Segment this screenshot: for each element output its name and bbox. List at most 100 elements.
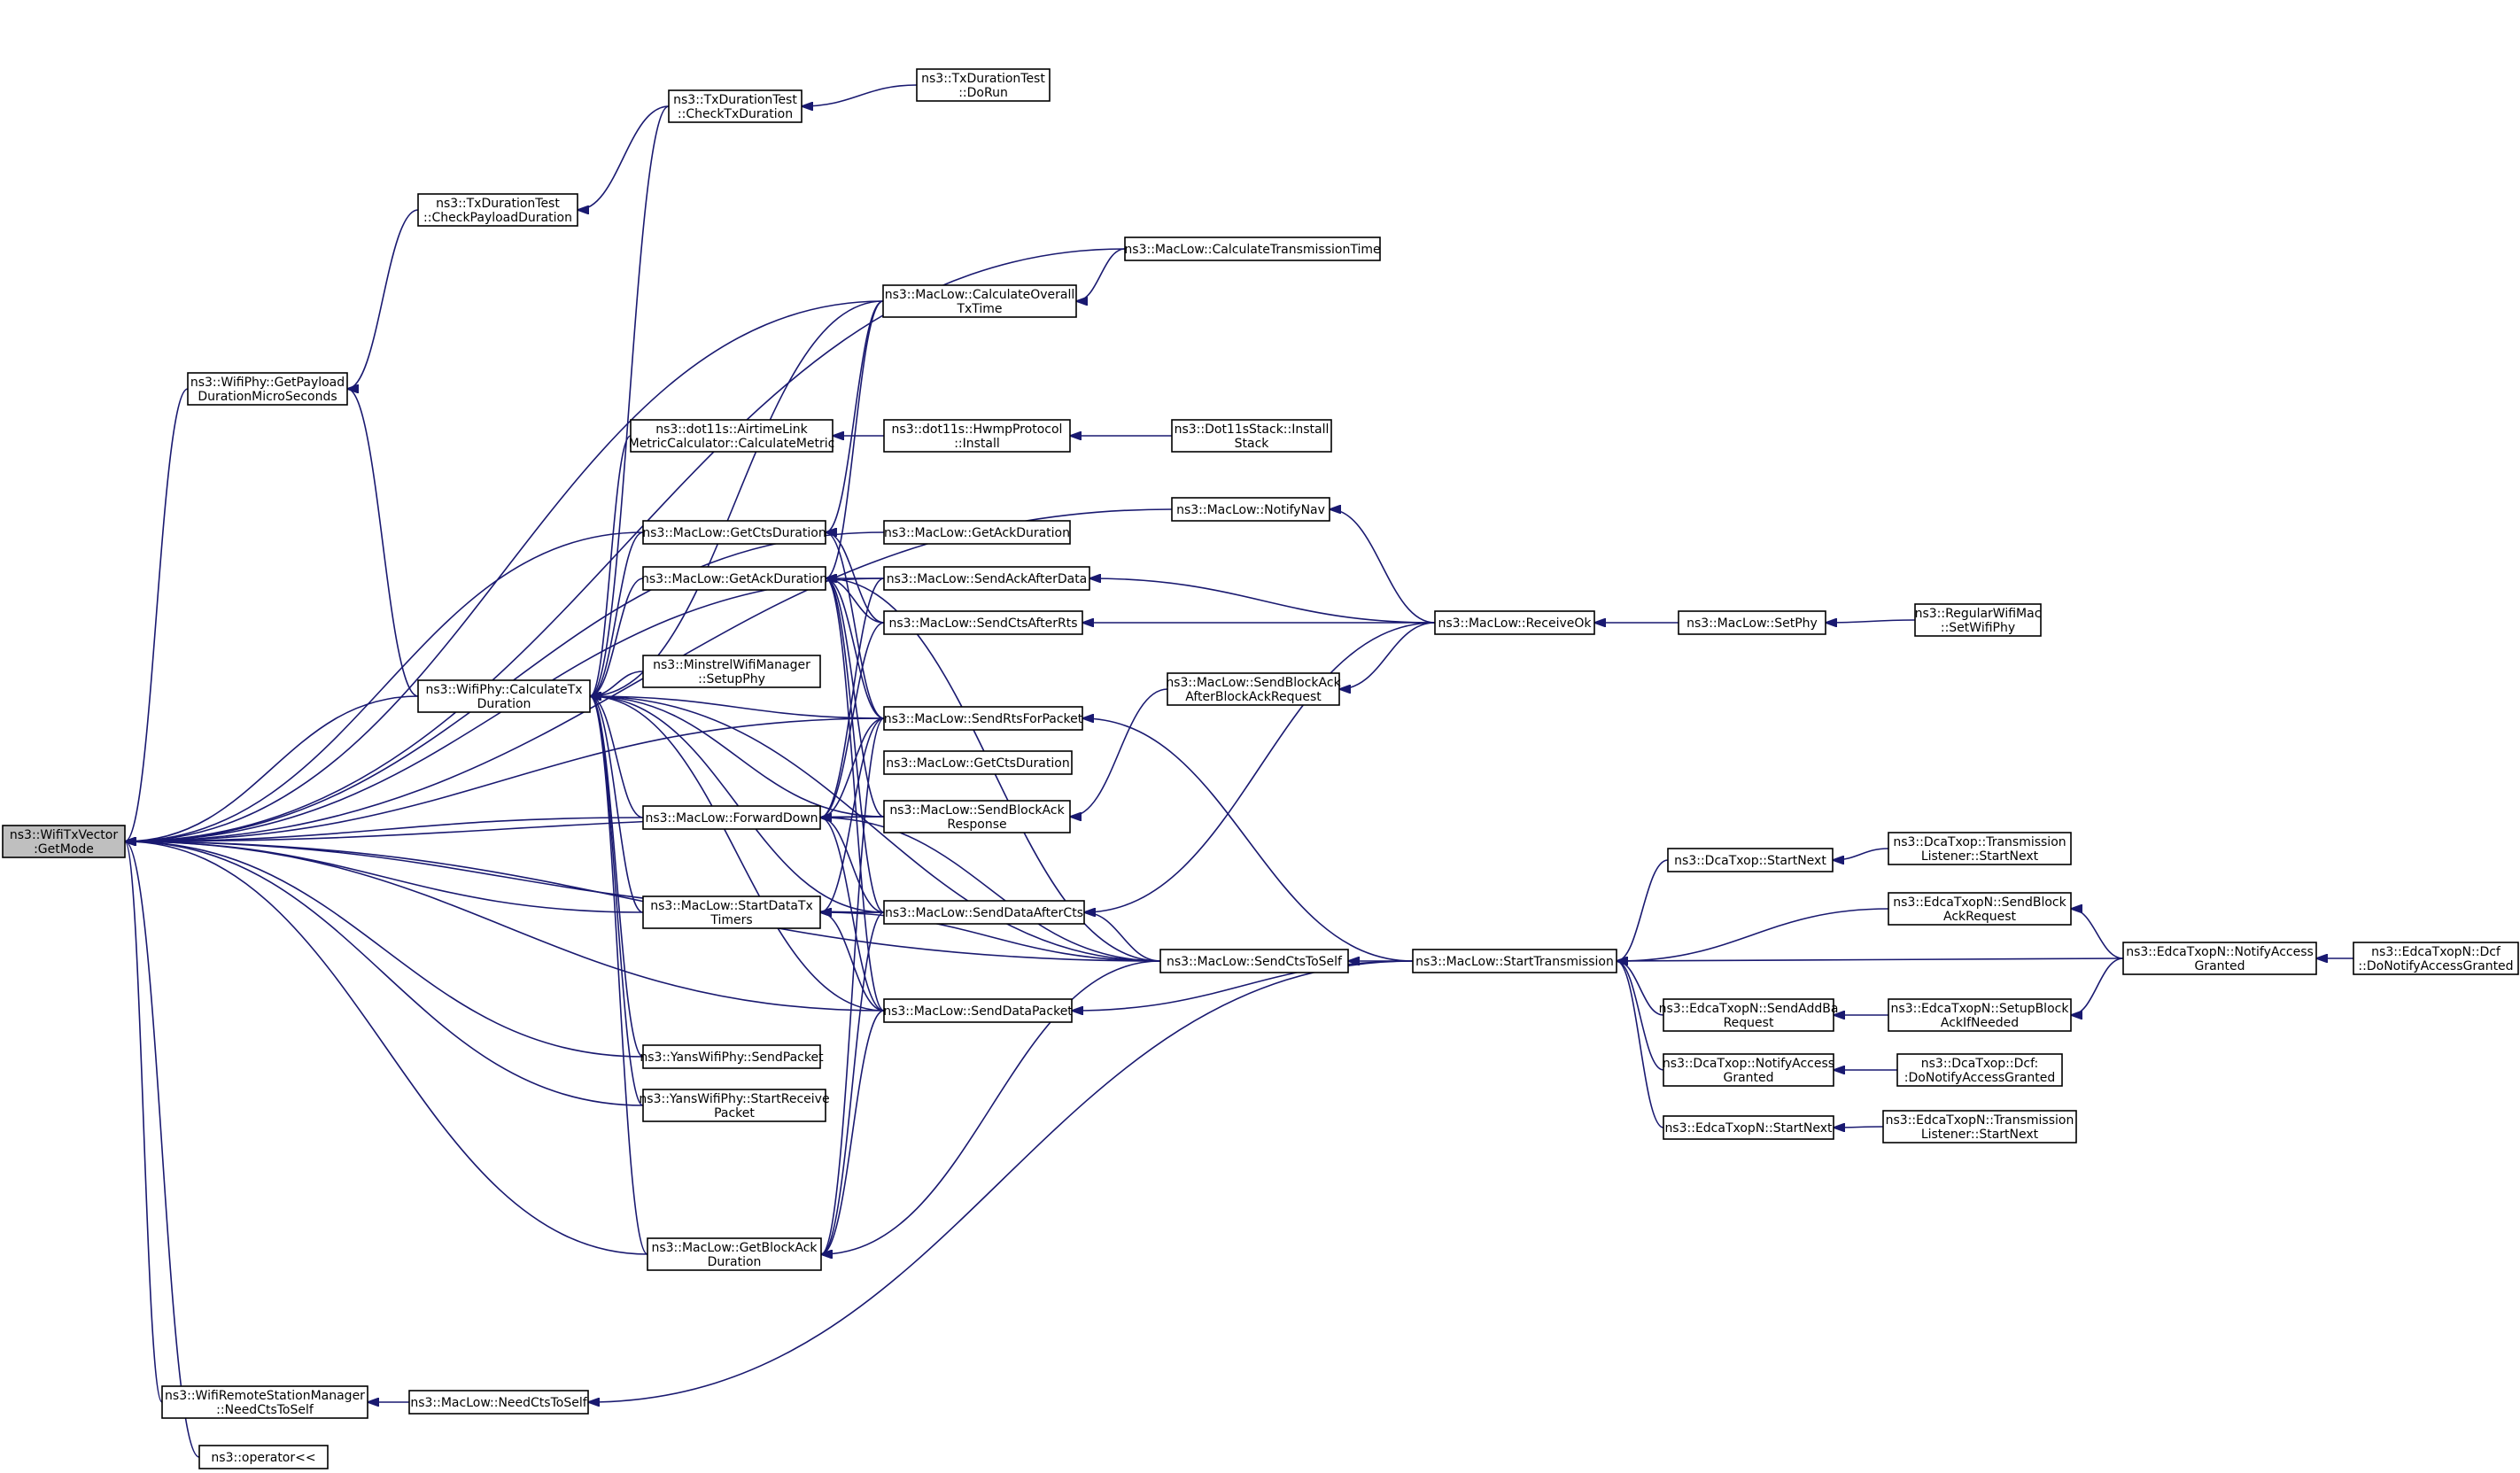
node-box: [187, 372, 348, 406]
node-box: [1663, 998, 1834, 1032]
node-label: ns3::MacLow::GetAckDuration: [641, 572, 827, 586]
node-edca-tlstart-next[interactable]: ns3::EdcaTxopN::TransmissionListener::St…: [1882, 1110, 2077, 1144]
node-label: ns3::EdcaTxopN::SendBlock: [1893, 895, 2066, 910]
node-airtime[interactable]: ns3::dot11s::AirtimeLinkMetricCalculator…: [629, 419, 835, 453]
node-send-cts-after-rts[interactable]: ns3::MacLow::SendCtsAfterRts: [883, 610, 1083, 635]
node-check-tx[interactable]: ns3::TxDurationTest::CheckTxDuration: [668, 89, 803, 123]
call-edge: [1084, 622, 1436, 912]
node-label: ::SetupPhy: [698, 672, 765, 686]
node-label: ns3::DcaTxop::Dcf:: [1921, 1057, 2038, 1071]
node-edca-start-next[interactable]: ns3::EdcaTxopN::StartNext: [1663, 1115, 1834, 1140]
node-label: ns3::MacLow::StartTransmission: [1415, 955, 1614, 969]
node-label: ns3::MacLow::SendBlockAck: [889, 803, 1065, 818]
call-edge: [125, 531, 644, 841]
node-dca-tlstart-next[interactable]: ns3::DcaTxop::TransmissionListener::Star…: [1888, 832, 2072, 865]
node-send-data-after-cts[interactable]: ns3::MacLow::SendDataAfterCts: [883, 900, 1085, 925]
node-box: [642, 805, 821, 830]
node-minstrel[interactable]: ns3::MinstrelWifiManager::SetupPhy: [642, 655, 821, 688]
node-edca-dcf[interactable]: ns3::EdcaTxopN::Dcf::DoNotifyAccessGrant…: [2353, 942, 2519, 975]
call-edge: [1070, 688, 1168, 817]
node-label: Duration: [477, 697, 531, 711]
call-edge: [590, 300, 884, 696]
node-dca-start-next[interactable]: ns3::DcaTxop::StartNext: [1667, 848, 1834, 872]
call-edge: [590, 435, 632, 696]
node-box: [647, 1237, 822, 1271]
call-edge: [821, 960, 1161, 1254]
call-edge: [125, 695, 419, 841]
call-edge: [826, 578, 885, 818]
node-label: ns3::MacLow::SetPhy: [1686, 616, 1818, 631]
node-send-rts-for-packet[interactable]: ns3::MacLow::SendRtsForPacket: [883, 706, 1083, 731]
node-label: ns3::TxDurationTest: [436, 197, 560, 211]
node-label: ns3::TxDurationTest: [921, 72, 1045, 86]
node-get-cts1[interactable]: ns3::MacLow::GetCtsDuration: [642, 520, 826, 545]
node-calc-trans-time[interactable]: ns3::MacLow::CalculateTransmissionTime: [1124, 236, 1381, 261]
node-label: Listener::StartNext: [1921, 849, 2039, 864]
node-box: [417, 679, 591, 713]
node-box: [883, 419, 1071, 453]
node-operator[interactable]: ns3::operator<<: [198, 1445, 329, 1469]
node-get-ack2[interactable]: ns3::MacLow::GetAckDuration: [883, 520, 1071, 545]
node-get-cts2[interactable]: ns3::MacLow::GetCtsDuration: [883, 750, 1073, 775]
node-label: Response: [947, 818, 1006, 832]
node-box: [883, 610, 1083, 635]
node-label: ns3::MacLow::SendAckAfterData: [887, 572, 1088, 586]
node-start-transmission[interactable]: ns3::MacLow::StartTransmission: [1412, 949, 1617, 973]
call-edge: [1076, 248, 1126, 301]
node-label: ns3::MacLow::SendRtsForPacket: [884, 712, 1083, 726]
node-box: [408, 1390, 589, 1415]
call-edge: [826, 300, 884, 532]
call-edge: [590, 578, 644, 696]
node-send-baafter-bar[interactable]: ns3::MacLow::SendBlockAckAfterBlockAckRe…: [1166, 672, 1342, 706]
node-notify-nav[interactable]: ns3::MacLow::NotifyNav: [1171, 497, 1330, 522]
node-yans-send[interactable]: ns3::YansWifiPhy::SendPacket: [640, 1044, 824, 1069]
node-label: AckIfNeeded: [1941, 1016, 2019, 1030]
node-receive-ok[interactable]: ns3::MacLow::ReceiveOk: [1434, 610, 1595, 635]
call-edge: [588, 960, 1414, 1402]
node-edca-notify-access[interactable]: ns3::EdcaTxopN::NotifyAccessGranted: [2122, 942, 2317, 975]
node-label: :DoNotifyAccessGranted: [1904, 1071, 2055, 1085]
node-label: ns3::EdcaTxopN::SetupBlock: [1891, 1002, 2070, 1016]
node-get-payload[interactable]: ns3::WifiPhy::GetPayloadDurationMicroSec…: [187, 372, 348, 406]
node-box: [417, 193, 578, 227]
node-get-ack1[interactable]: ns3::MacLow::GetAckDuration: [641, 566, 827, 591]
node-dca-notify[interactable]: ns3::DcaTxop::NotifyAccessGranted: [1663, 1053, 1834, 1087]
call-edge: [590, 696, 648, 1255]
node-label: ns3::WifiRemoteStationManager: [165, 1389, 365, 1403]
call-edge: [125, 841, 644, 1106]
node-forward-down[interactable]: ns3::MacLow::ForwardDown: [642, 805, 821, 830]
call-edge: [1834, 1127, 1884, 1128]
node-label: MetricCalculator::CalculateMetric: [629, 437, 835, 451]
node-label: ns3::YansWifiPhy::StartReceive: [639, 1092, 829, 1106]
node-need-cts-rsm[interactable]: ns3::WifiRemoteStationManager::NeedCtsTo…: [161, 1385, 368, 1419]
node-send-data-packet[interactable]: ns3::MacLow::SendDataPacket: [883, 998, 1073, 1023]
node-root[interactable]: ns3::WifiTxVector:GetMode: [2, 825, 126, 858]
node-regular-wifi-mac[interactable]: ns3::RegularWifiMac::SetWifiPhy: [1914, 603, 2042, 637]
node-send-cts-to-self[interactable]: ns3::MacLow::SendCtsToSelf: [1159, 949, 1349, 973]
node-send-ack-after-data[interactable]: ns3::MacLow::SendAckAfterData: [883, 566, 1090, 591]
node-box: [1678, 610, 1826, 635]
node-check-payload[interactable]: ns3::TxDurationTest::CheckPayloadDuratio…: [417, 193, 578, 227]
node-hwmp[interactable]: ns3::dot11s::HwmpProtocol::Install: [883, 419, 1071, 453]
node-box: [883, 998, 1073, 1023]
node-box: [2122, 942, 2317, 975]
call-edge: [820, 912, 1161, 962]
node-need-cts-mac[interactable]: ns3::MacLow::NeedCtsToSelf: [408, 1390, 589, 1415]
node-do-run[interactable]: ns3::TxDurationTest::DoRun: [916, 68, 1051, 102]
node-dca-dcf[interactable]: ns3::DcaTxop::Dcf::DoNotifyAccessGranted: [1896, 1053, 2063, 1087]
call-edge: [1617, 958, 2124, 961]
node-set-phy[interactable]: ns3::MacLow::SetPhy: [1678, 610, 1826, 635]
node-box: [1882, 1110, 2077, 1144]
node-box: [642, 520, 826, 545]
node-label: ns3::EdcaTxopN::SendAddBa: [1659, 1002, 1839, 1016]
